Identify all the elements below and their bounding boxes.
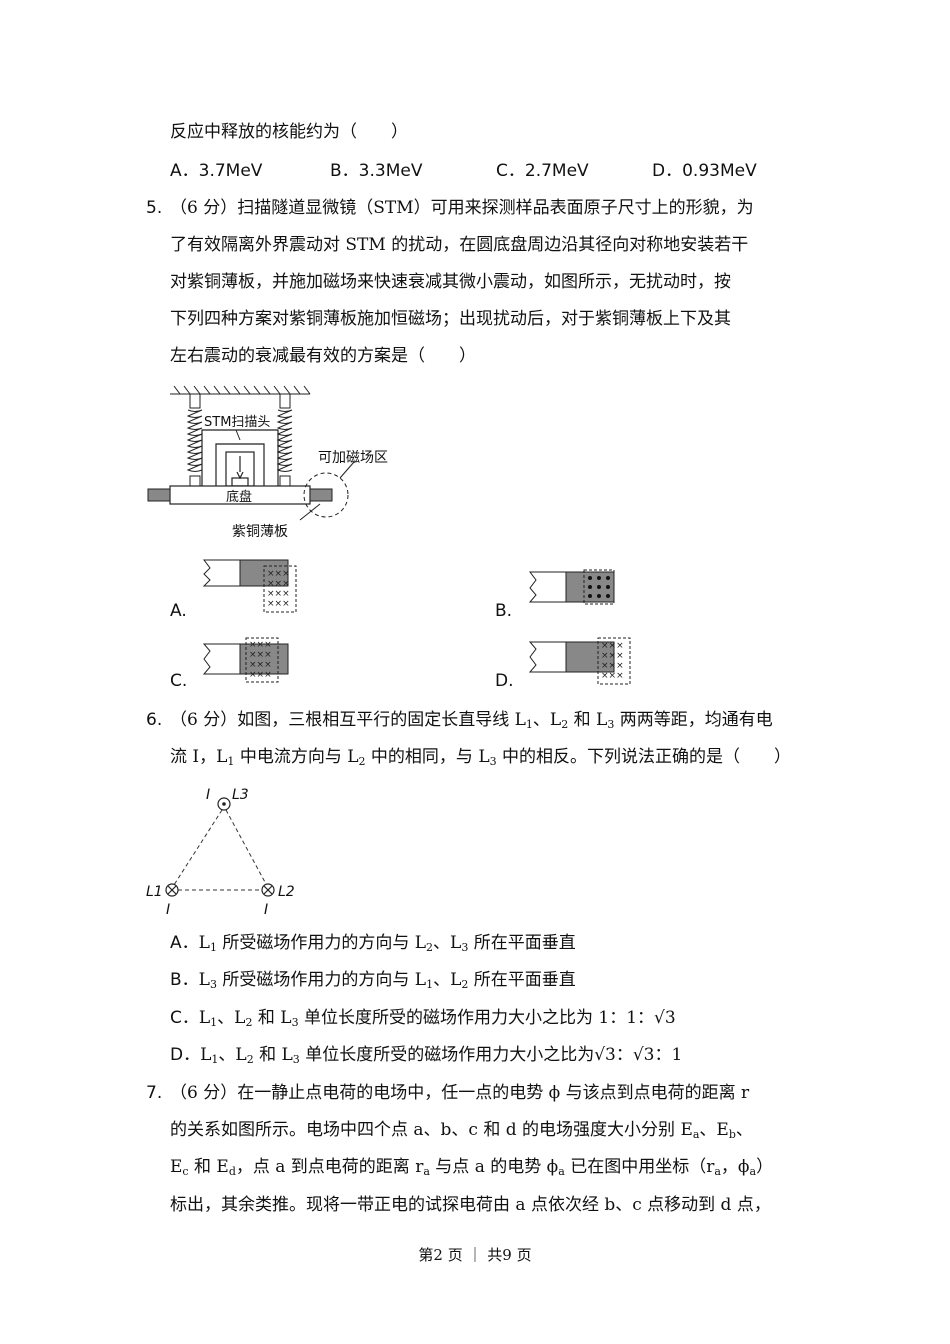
q5-option-c-label: C. — [170, 671, 188, 691]
q4-tail: 反应中释放的核能约为（ ） — [170, 122, 408, 142]
l1-label: L1 — [146, 884, 163, 900]
wire-l2 — [261, 883, 275, 897]
q5-option-b-figure — [528, 569, 615, 605]
q5-option-a-figure: ×××××××××××× — [202, 559, 297, 613]
q5-option-d-label: D. — [495, 671, 514, 691]
q6-number: 6. — [146, 710, 163, 730]
l3-current-label: I — [206, 787, 210, 803]
q5-line-4: 下列四种方案对紫铜薄板施加恒磁场；出现扰动后，对于紫铜薄板上下及其 — [170, 309, 731, 329]
svg-text:×××: ××× — [267, 569, 290, 579]
svg-text:×××: ××× — [249, 660, 272, 670]
q5-option-a-label: A. — [170, 601, 187, 621]
ceiling-hatch — [170, 385, 311, 395]
q6-option-b: B．L3 所受磁场作用力的方向与 L1、L2 所在平面垂直 — [170, 970, 576, 991]
svg-text:×××: ××× — [267, 599, 290, 609]
svg-text:×××: ××× — [267, 589, 290, 599]
sqrt-ratio-value: √3：√3：1 — [594, 1045, 683, 1065]
q5-line-5: 左右震动的衰减最有效的方案是（ ） — [170, 346, 476, 366]
svg-text:×××: ××× — [601, 671, 624, 681]
svg-text:×××: ××× — [601, 641, 624, 651]
svg-text:×××: ××× — [267, 579, 290, 589]
base-label: 底盘 — [226, 489, 252, 505]
q6-line-1: （6 分）如图，三根相互平行的固定长直导线 L1、L2 和 L3 两两等距，均通… — [170, 710, 773, 731]
q5-option-c-figure: ×××××××××××× — [202, 637, 289, 683]
right-spring — [276, 393, 293, 487]
page-footer: 第2 页 ｜ 共9 页 — [418, 1246, 532, 1264]
q5-line-3: 对紫铜薄板，并施加磁场来快速衰减其微小震动，如图所示，无扰动时，按 — [170, 272, 731, 292]
svg-text:×××: ××× — [249, 670, 272, 680]
left-copper-plate — [147, 488, 171, 502]
l1-current-label: I — [166, 902, 170, 918]
field-region-circle — [303, 472, 349, 518]
q7-line-1: （6 分）在一静止点电荷的电场中，任一点的电势 ϕ 与该点到点电荷的距离 r — [170, 1083, 750, 1103]
copper-plate-label: 紫铜薄板 — [232, 524, 288, 540]
q7-line-3: Ec 和 Ed，点 a 到点电荷的距离 ra 与点 a 的电势 ϕa 已在图中用… — [170, 1157, 774, 1178]
left-spring — [186, 393, 203, 487]
svg-text:×××: ××× — [601, 661, 624, 671]
field-region-label: 可加磁场区 — [318, 450, 388, 466]
q5-line-1: （6 分）扫描隧道显微镜（STM）可用来探测样品表面原子尺寸上的形貌，为 — [170, 198, 754, 218]
wires-figure: I L3 L1 I L2 I — [146, 787, 295, 918]
q5-line-2: 了有效隔离外界震动对 STM 的扰动，在圆底盘周边沿其径向对称地安装若干 — [170, 235, 749, 255]
q6-option-d: D．L1、L2 和 L3 单位长度所受的磁场作用力大小之比为√3：√3：1 — [170, 1045, 683, 1066]
q4-option-b: B．3.3MeV — [330, 161, 423, 181]
q6-line-2: 流 I，L1 中电流方向与 L2 中的相同，与 L3 中的相反。下列说法正确的是… — [170, 747, 792, 768]
wire-l1 — [165, 883, 179, 897]
svg-text:×××: ××× — [249, 650, 272, 660]
svg-text:×××: ××× — [249, 640, 272, 650]
q4-option-c: C．2.7MeV — [496, 161, 589, 181]
q5-number: 5. — [146, 198, 163, 218]
q7-line-2: 的关系如图所示。电场中四个点 a、b、c 和 d 的电场强度大小分别 Ea、Eb… — [170, 1120, 753, 1141]
q4-option-d: D．0.93MeV — [652, 161, 757, 181]
stm-head — [201, 429, 279, 487]
right-copper-plate — [309, 488, 333, 502]
q4-option-a: A．3.7MeV — [170, 161, 263, 181]
l2-current-label: I — [264, 902, 268, 918]
q6-option-c: C．L1、L2 和 L3 单位长度所受的磁场作用力大小之比为 1：1：√3 — [170, 1008, 676, 1029]
sqrt3-value: √3 — [654, 1008, 676, 1028]
wire-l3 — [217, 797, 231, 811]
svg-text:×××: ××× — [601, 651, 624, 661]
stm-head-label: STM扫描头 — [204, 415, 270, 430]
q7-number: 7. — [146, 1083, 163, 1103]
l3-label: L3 — [232, 787, 249, 803]
q5-option-b-label: B. — [495, 601, 513, 621]
q5-option-d-figure: ×××××××××××× — [528, 637, 631, 685]
l2-label: L2 — [278, 884, 295, 900]
q7-line-4: 标出，其余类推。现将一带正电的试探电荷由 a 点依次经 b、c 点移动到 d 点… — [170, 1195, 771, 1215]
q6-option-a: A．L1 所受磁场作用力的方向与 L2、L3 所在平面垂直 — [170, 933, 576, 954]
stm-figure: STM扫描头 底盘 可加磁场区 紫铜薄板 — [147, 385, 388, 540]
